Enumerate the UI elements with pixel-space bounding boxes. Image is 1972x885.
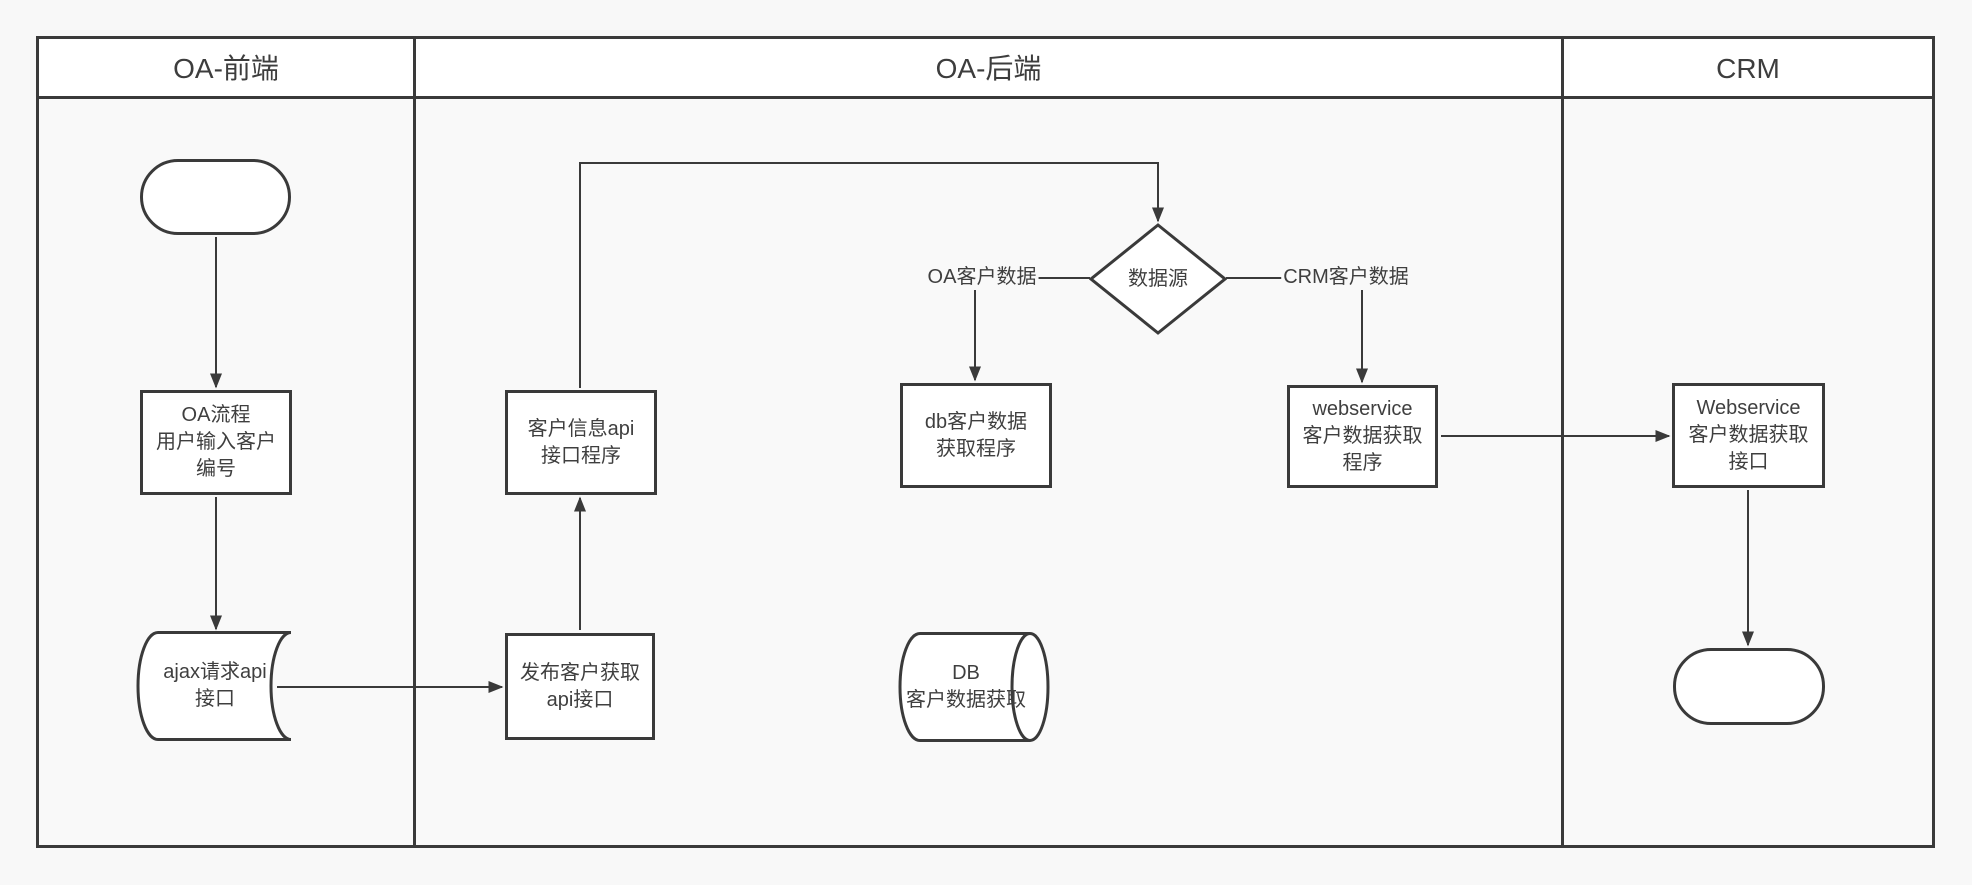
node-ajax-request[interactable]: ajax请求api 接口	[136, 630, 294, 742]
node-label: 数据源	[1128, 267, 1188, 290]
node-label: DB 客户数据获取	[906, 662, 1026, 711]
node-publish-api[interactable]: 发布客户获取 api接口	[505, 633, 655, 740]
node-label: ajax请求api 接口	[163, 661, 267, 710]
node-db-store[interactable]: DB 客户数据获取	[898, 631, 1052, 743]
node-db-fetch-program[interactable]: db客户数据 获取程序	[900, 383, 1052, 488]
node-oa-process[interactable]: OA流程 用户输入客户 编号	[140, 390, 292, 495]
node-label: 客户信息api 接口程序	[527, 417, 635, 467]
node-label: OA流程 用户输入客户 编号	[156, 404, 276, 480]
node-webservice-api[interactable]: Webservice 客户数据获取 接口	[1672, 383, 1825, 488]
node-customer-info-api[interactable]: 客户信息api 接口程序	[505, 390, 657, 495]
stored-data-shape	[136, 631, 292, 741]
node-webservice-fetch-program[interactable]: webservice 客户数据获取 程序	[1287, 385, 1438, 488]
node-label: 发布客户获取 api接口	[520, 661, 640, 711]
lane-header-crm: CRM	[1716, 53, 1780, 84]
decision-diamond-shape	[1089, 223, 1227, 335]
edge-label-oa-customer-data: OA客户数据	[925, 264, 1039, 290]
lane-header-row	[39, 39, 1932, 99]
lane-divider-1	[413, 39, 416, 845]
database-cylinder-shape	[898, 632, 1050, 742]
node-end-terminator[interactable]	[1673, 648, 1825, 725]
edge-label-crm-customer-data: CRM客户数据	[1281, 264, 1411, 290]
node-label: Webservice 客户数据获取 接口	[1688, 397, 1809, 473]
node-label: webservice 客户数据获取 程序	[1302, 398, 1423, 474]
node-data-source-decision[interactable]: 数据源	[1089, 223, 1227, 335]
node-start-terminator[interactable]	[140, 159, 291, 235]
lane-header-oa-backend: OA-后端	[935, 53, 1042, 84]
lane-divider-2	[1561, 39, 1564, 845]
swimlane-pool-body: OA-前端 OA-后端 CRM	[39, 39, 1932, 845]
node-label: db客户数据 获取程序	[924, 410, 1028, 460]
lane-header-oa-frontend: OA-前端	[173, 53, 279, 84]
